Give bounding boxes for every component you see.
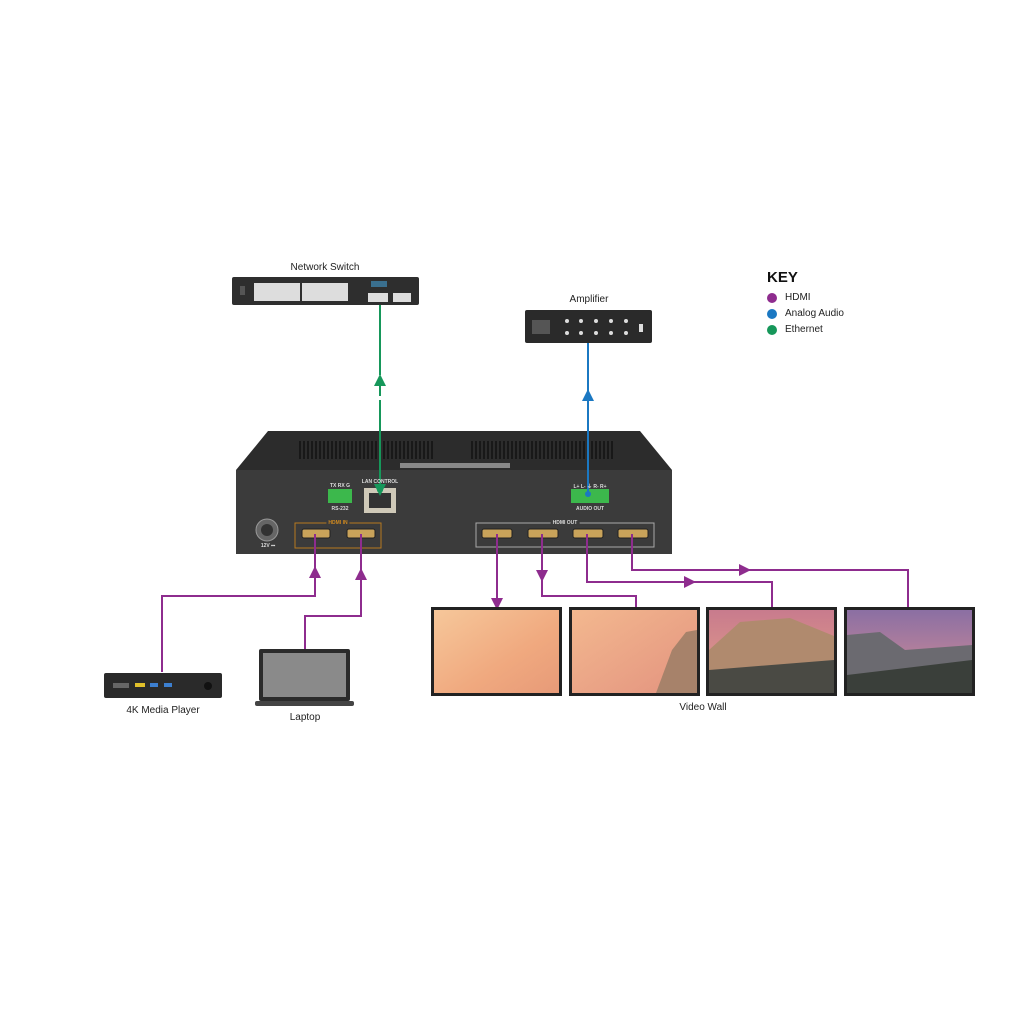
hdmi-color-dot — [767, 292, 777, 303]
amplifier — [525, 310, 652, 343]
key-title: KEY — [767, 269, 798, 286]
hdmi-out-label: HDMI OUT — [550, 520, 580, 526]
media-player — [104, 673, 222, 698]
video-wall — [431, 607, 975, 696]
audio-out-label: AUDIO OUT — [575, 506, 605, 512]
power-label: 12V ⎓ — [260, 543, 276, 549]
media-player-label: 4K Media Player — [126, 705, 200, 716]
lan-control-label: LAN CONTROL — [361, 479, 399, 485]
key-item-ethernet: Ethernet — [767, 324, 823, 335]
audio-color-dot — [767, 308, 777, 319]
hdmi-cable-laptop — [304, 568, 367, 650]
network-switch-label: Network Switch — [290, 262, 360, 273]
key-label: Analog Audio — [785, 308, 844, 319]
network-switch — [232, 277, 419, 305]
laptop-label: Laptop — [289, 712, 321, 723]
hdmi-in-label: HDMI IN — [326, 520, 350, 526]
rs232-label: RS-232 — [331, 506, 349, 512]
hdmi-cable-out-3 — [586, 534, 773, 608]
ethernet-color-dot — [767, 324, 777, 335]
hdmi-cable-media-player — [161, 566, 321, 672]
matrix-switcher — [236, 431, 672, 554]
amplifier-label: Amplifier — [569, 294, 609, 305]
video-wall-label: Video Wall — [679, 702, 727, 713]
key-item-analog-audio: Analog Audio — [767, 308, 844, 319]
audio-pins-label: L+ L- ⏚ R- R+ — [573, 484, 607, 490]
key-label: Ethernet — [785, 324, 823, 335]
rs232-pins-label: TX RX G — [329, 483, 351, 489]
laptop — [255, 649, 354, 706]
key-item-hdmi: HDMI — [767, 292, 811, 303]
hdmi-cable-out-4 — [631, 534, 909, 608]
key-label: HDMI — [785, 292, 811, 303]
